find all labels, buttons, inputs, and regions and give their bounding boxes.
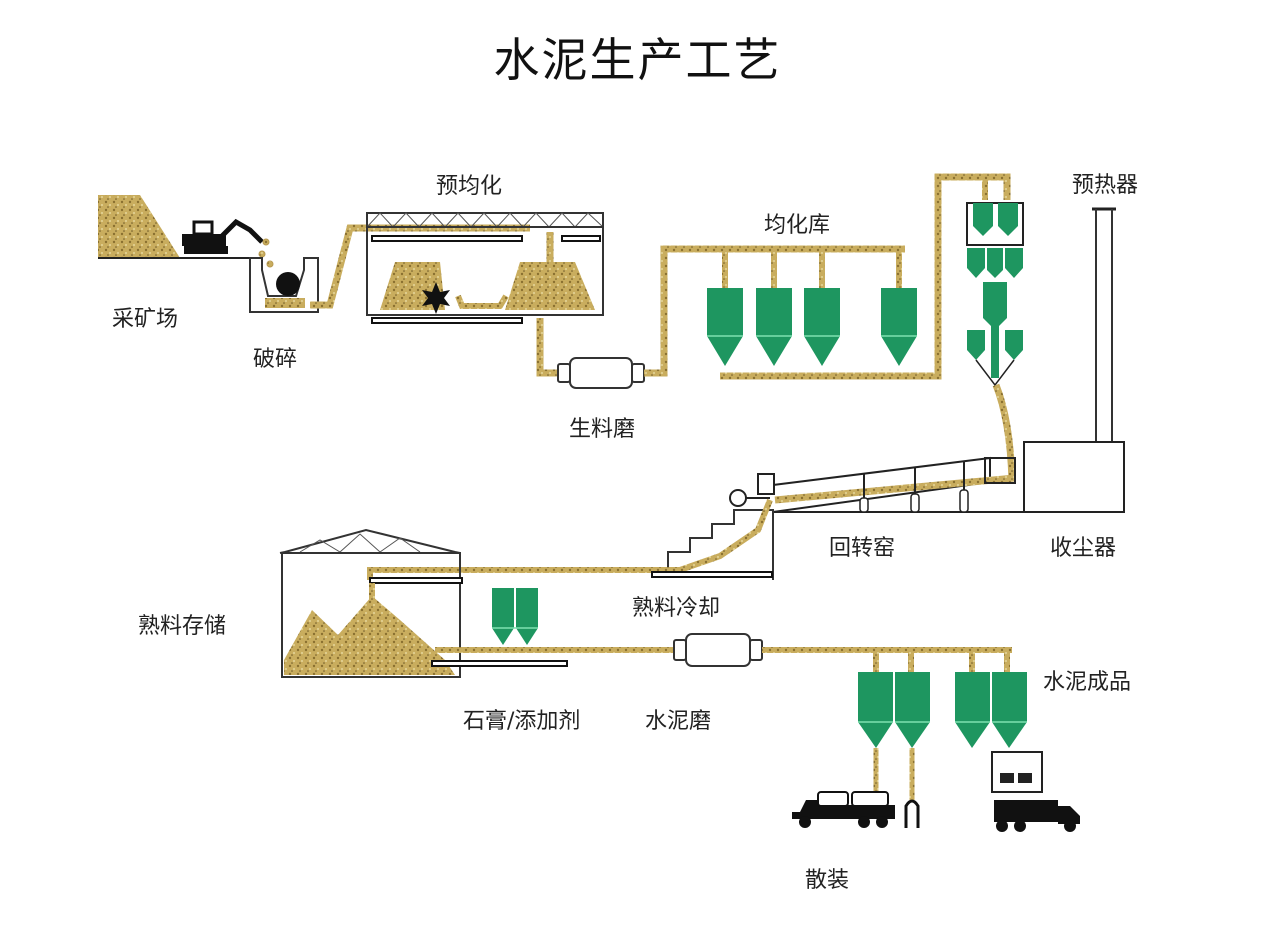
conveyor-3	[644, 245, 905, 377]
packing-truck-icon	[991, 751, 1080, 832]
silo-icon	[707, 252, 743, 366]
dust-collector-icon	[1023, 207, 1125, 513]
silo-icon	[895, 672, 930, 748]
silo-icon	[756, 252, 792, 366]
diagram-title: 水泥生产工艺	[493, 33, 782, 87]
label-bulk-loading: 散装	[805, 868, 850, 893]
silo-icon	[955, 672, 990, 748]
label-cement-mill: 水泥磨	[645, 709, 712, 734]
gypsum-silos-icon	[492, 588, 538, 645]
cement-mill-icon	[673, 633, 763, 667]
conveyor-4	[720, 173, 1011, 380]
bulk-truck-icon	[792, 791, 920, 828]
conveyor-5	[992, 383, 1016, 481]
label-quarry: 采矿场	[112, 307, 179, 332]
crusher-icon	[249, 257, 319, 313]
raw-mill-icon	[557, 357, 645, 389]
label-preheater: 预热器	[1072, 173, 1139, 198]
label-cement-product: 水泥成品	[1043, 670, 1132, 695]
conveyor-2	[536, 318, 560, 377]
label-prehomogenization: 预均化	[436, 174, 503, 199]
silo-icon	[858, 672, 893, 748]
label-dust-collector: 收尘器	[1050, 536, 1117, 561]
cement-product-silos	[858, 672, 1027, 748]
clinker-cooler-icon	[367, 498, 774, 580]
excavator-icon	[182, 218, 264, 254]
label-homogenization-silo: 均化库	[764, 213, 831, 238]
label-crushing: 破碎	[253, 347, 298, 372]
homogenization-silos	[707, 252, 917, 366]
label-gypsum-additive: 石膏/添加剂	[463, 709, 581, 734]
silo-icon	[881, 252, 917, 366]
label-clinker-storage: 熟料存储	[138, 614, 227, 639]
label-rotary-kiln: 回转窑	[829, 536, 896, 561]
label-raw-mill: 生料磨	[569, 417, 636, 442]
silo-icon	[804, 252, 840, 366]
label-clinker-cooling: 熟料冷却	[632, 596, 721, 621]
silo-icon	[992, 672, 1027, 748]
prehomogenization-shed-icon	[366, 212, 604, 324]
quarry-icon	[98, 195, 274, 268]
rotary-kiln-icon	[729, 456, 1024, 513]
preheater-icon	[966, 202, 1024, 387]
clinker-storage-icon	[279, 528, 568, 678]
